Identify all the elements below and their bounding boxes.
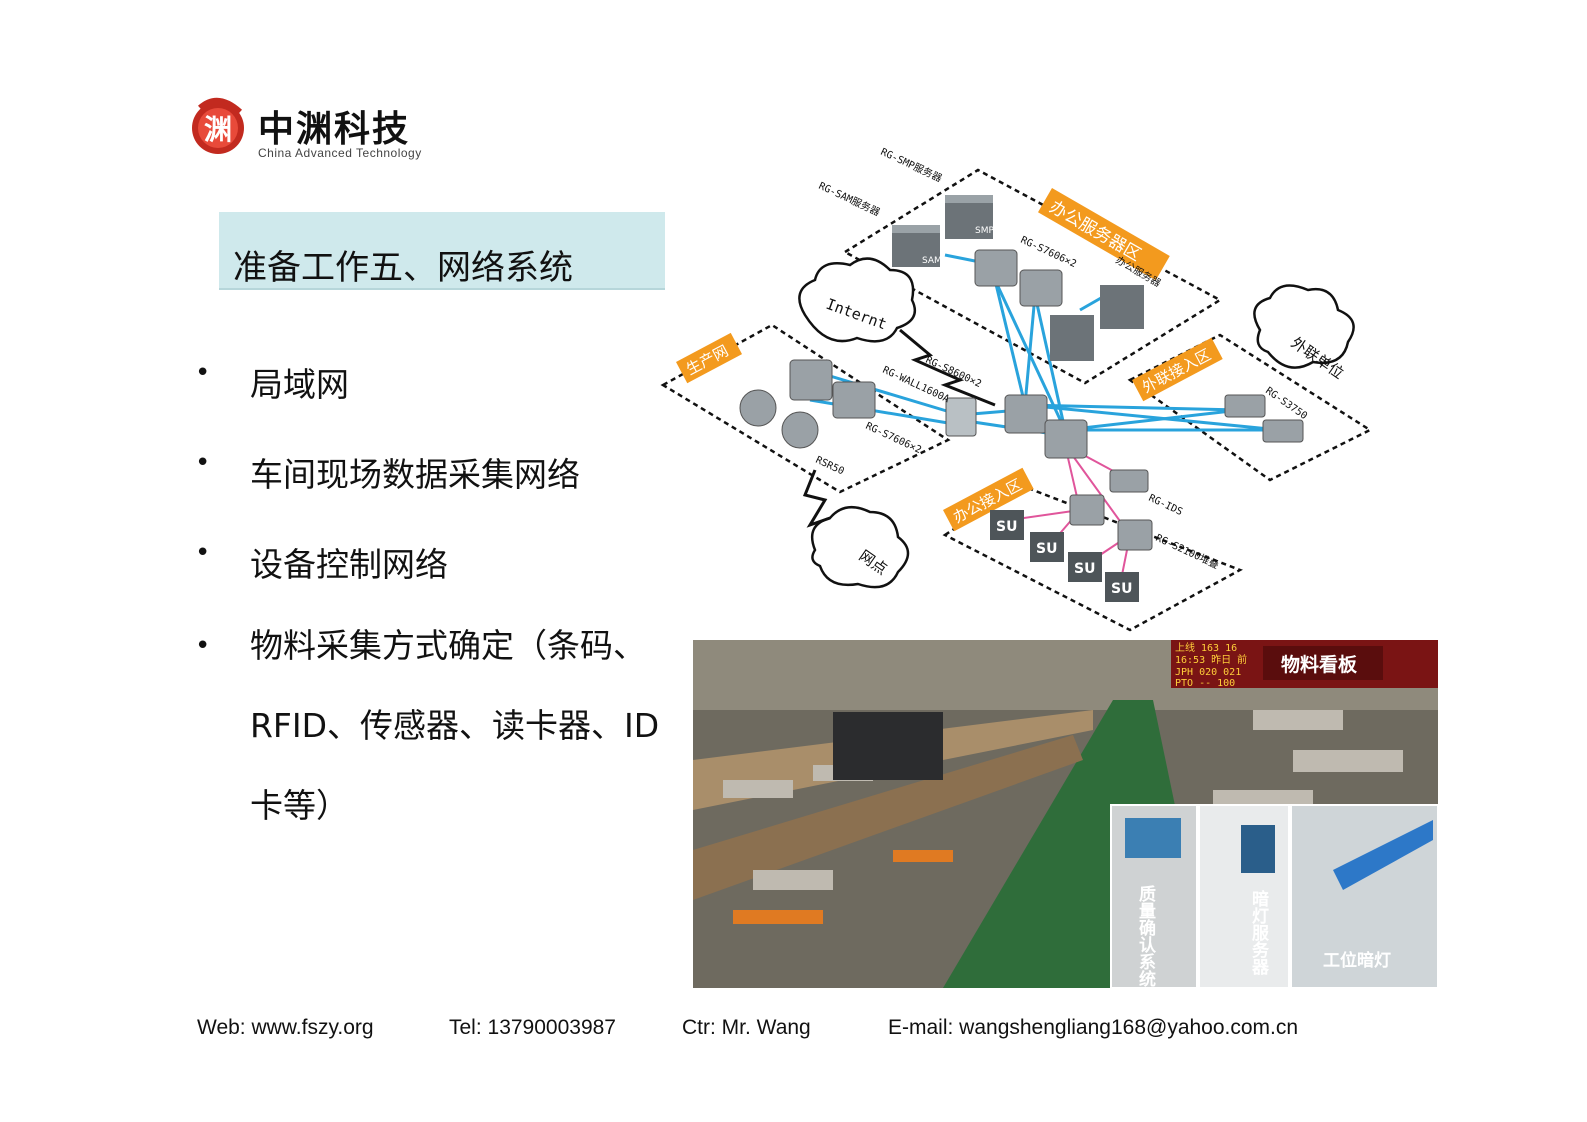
bullet-item: 设备控制网络 xyxy=(195,538,448,586)
inset-label: 工位暗灯 xyxy=(1323,950,1391,971)
inset-label: 质量确认系统 xyxy=(1135,885,1156,987)
svg-text:SAM: SAM xyxy=(922,256,942,266)
bullet-item: 车间现场数据采集网络 xyxy=(195,448,580,496)
svg-text:PTO -- 100: PTO -- 100 xyxy=(1175,678,1235,689)
network-diagram: 办公服务器区 生产网 外联接入区 办公接入区 Internt 外联单位 网点 xyxy=(660,145,1373,632)
svg-text:16:53 昨日 前: 16:53 昨日 前 xyxy=(1175,653,1247,666)
svg-text:RG-S7606×2: RG-S7606×2 xyxy=(864,421,923,456)
wan-link-internet xyxy=(899,328,996,407)
company-logo: 渊 中渊科技 China Advanced Technology xyxy=(186,90,456,170)
board-title: 物料看板 xyxy=(1281,653,1358,676)
su-terminal: SU xyxy=(996,519,1017,535)
inset-label: 暗灯服务器 xyxy=(1248,889,1270,976)
svg-text:RG-S3750: RG-S3750 xyxy=(1263,385,1309,422)
cloud-branch xyxy=(810,505,910,589)
logo-name-cn: 中渊科技 xyxy=(258,108,411,150)
logo-name-en: China Advanced Technology xyxy=(258,146,422,160)
footer-email[interactable]: E-mail: wangshengliang168@yahoo.com.cn xyxy=(888,1016,1299,1039)
footer-tel: Tel: 13790003987 xyxy=(449,1016,616,1039)
footer-contact: Ctr: Mr. Wang xyxy=(682,1016,811,1039)
bullet-item: 物料采集方式确定（条码、RFID、传感器、读卡器、ID卡等） xyxy=(195,606,680,846)
wan-link-branch xyxy=(802,469,831,528)
svg-text:SMP: SMP xyxy=(975,226,994,236)
cloud-partner xyxy=(1253,284,1355,369)
server-icons: SAM SMP xyxy=(892,195,1144,361)
su-terminal: SU xyxy=(1074,561,1095,577)
svg-text:RG-IDS: RG-IDS xyxy=(1147,493,1184,518)
cloud-internet xyxy=(798,257,917,343)
bullet-item: 局域网 xyxy=(195,358,349,406)
su-terminal: SU xyxy=(1036,541,1057,557)
svg-text:RG-S2100堆叠: RG-S2100堆叠 xyxy=(1154,532,1221,572)
svg-text:RSR50: RSR50 xyxy=(814,455,846,478)
footer-web[interactable]: Web: www.fszy.org xyxy=(197,1016,374,1039)
factory-photo: 上线 163 16 16:53 昨日 前 JPH 020 021 PTO -- … xyxy=(693,640,1438,988)
svg-text:RG-S8600×2: RG-S8600×2 xyxy=(924,355,983,390)
svg-text:JPH 020 021: JPH 020 021 xyxy=(1175,667,1241,678)
slide-title: 准备工作五、网络系统 xyxy=(233,248,573,288)
svg-text:RG-SAM服务器: RG-SAM服务器 xyxy=(817,179,882,219)
svg-text:RG-SMP服务器: RG-SMP服务器 xyxy=(879,145,944,185)
logo-glyph: 渊 xyxy=(204,113,232,146)
zone-office-access-outline xyxy=(942,483,1243,632)
logo-mark-icon: 渊 xyxy=(192,98,244,154)
svg-text:RG-S7606×2: RG-S7606×2 xyxy=(1019,235,1078,270)
su-terminal: SU xyxy=(1111,581,1132,597)
svg-text:上线 163 16: 上线 163 16 xyxy=(1175,641,1237,654)
slide-title-box: 准备工作五、网络系统 xyxy=(219,212,665,290)
